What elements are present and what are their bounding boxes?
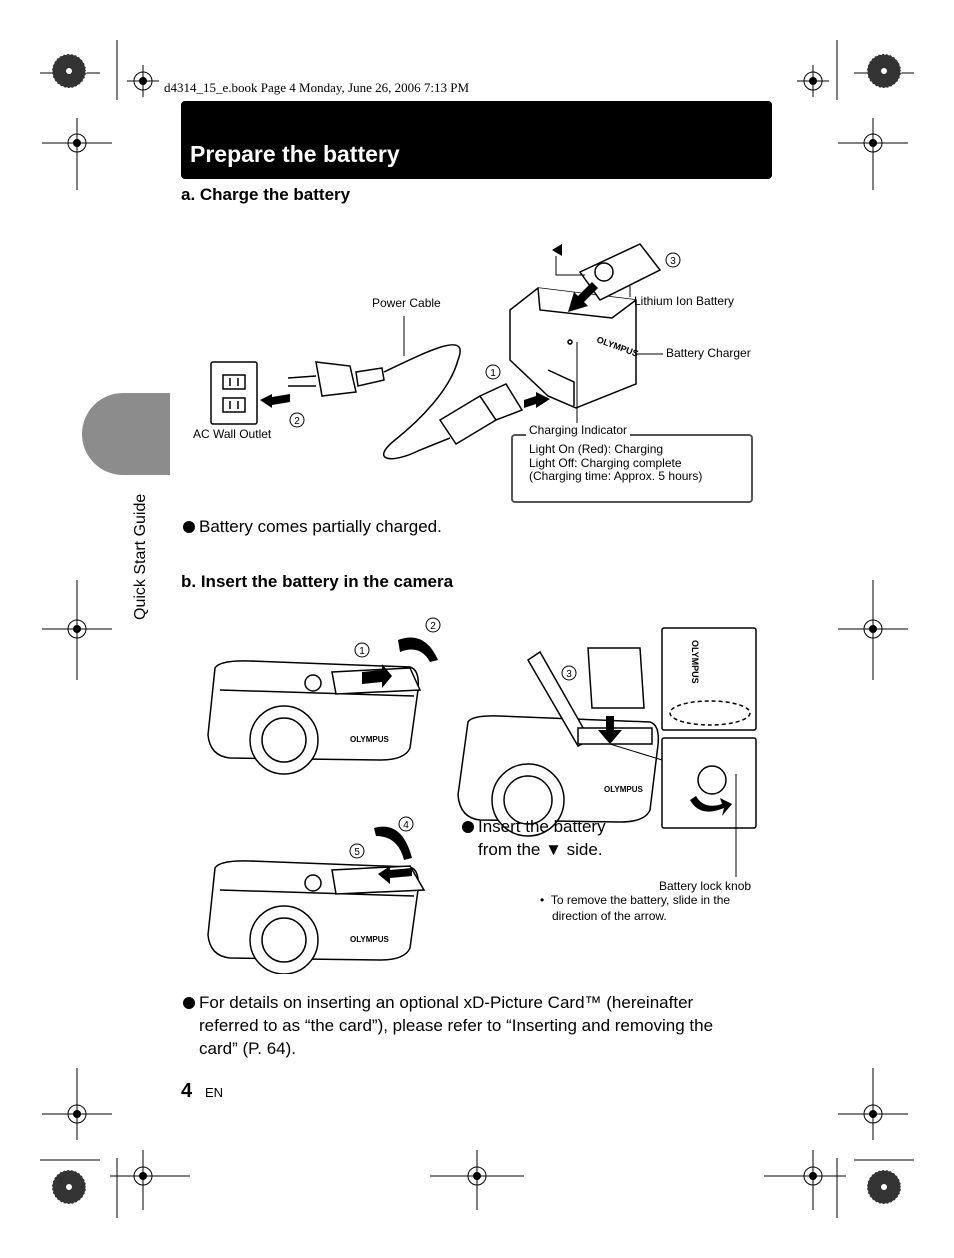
bullet-text-cont: from the ▼ side. — [478, 840, 603, 859]
crosshair-target-r3 — [838, 1068, 908, 1140]
indicator-line: (Charging time: Approx. 5 hours) — [529, 469, 703, 483]
insert-down-arrow-icon — [598, 716, 622, 744]
arrow-right-icon — [524, 392, 550, 408]
crosshair-target-bl — [110, 1150, 190, 1210]
side-tab — [82, 393, 170, 475]
star-target-bl — [51, 1169, 87, 1205]
arrow-down-left-icon — [568, 282, 598, 312]
lithium-ion-battery-label: Lithium Ion Battery — [634, 294, 735, 308]
bullet-text: For details on inserting an optional xD-… — [199, 993, 694, 1012]
section-b-heading: b. Insert the battery in the camera — [181, 572, 454, 591]
battery-lock-knob-label: Battery lock knob — [659, 879, 752, 893]
step-1: 1 — [490, 368, 496, 379]
star-target-tr — [866, 53, 902, 89]
charging-indicator-lines: Light On (Red): Charging Light Off: Char… — [529, 442, 703, 484]
charging-indicator-title: Charging Indicator — [526, 423, 631, 437]
camera-illustration-2 — [207, 860, 426, 974]
step-2: 2 — [430, 621, 436, 632]
page-title: Prepare the battery — [190, 141, 400, 167]
star-target-tl — [51, 53, 87, 89]
step-5: 5 — [354, 847, 360, 858]
insert-battery-diagram: OLYMPUS OLYMPUS OLYMPUS OLYMPUS 1 2 3 4 … — [207, 617, 757, 974]
camera-illustration-3 — [457, 650, 660, 837]
step-3: 3 — [670, 256, 676, 267]
knob-note: • To remove the battery, slide in the di… — [540, 893, 731, 923]
camera-brand: OLYMPUS — [350, 735, 389, 744]
bullet-text: Insert the battery — [478, 817, 606, 836]
battery-charger-label: Battery Charger — [666, 346, 751, 360]
wall-outlet-illustration — [210, 361, 258, 425]
page-number: 4 — [181, 1080, 193, 1102]
ac-wall-outlet-label: AC Wall Outlet — [193, 427, 272, 441]
step-2: 2 — [294, 416, 300, 427]
crosshair-target-l1 — [42, 118, 112, 190]
camera-illustration-1 — [207, 660, 422, 775]
charger-illustration — [509, 287, 637, 409]
camera-brand: OLYMPUS — [350, 935, 389, 944]
step-3: 3 — [566, 669, 572, 680]
section-a-heading: a. Charge the battery — [181, 185, 351, 204]
crosshair-target-r1 — [838, 118, 908, 190]
crosshair-target-l3 — [42, 1068, 112, 1140]
indicator-line: Light On (Red): Charging — [529, 442, 664, 456]
camera-brand: OLYMPUS — [604, 785, 643, 794]
bullet-xd-card: For details on inserting an optional xD-… — [183, 991, 773, 1060]
knob-rotate-arrow-icon — [690, 796, 732, 816]
side-tab-label: Quick Start Guide — [132, 493, 149, 620]
bullet-text-cont: referred to as “the card”), please refer… — [199, 1016, 714, 1035]
page-language: EN — [205, 1085, 224, 1100]
crosshair-target-br — [764, 1150, 846, 1210]
curved-arrow-close-icon — [374, 826, 412, 860]
cable-connector-illustration — [438, 383, 524, 446]
bullet-text-cont: card” (P. 64). — [199, 1039, 297, 1058]
indicator-line: Light Off: Charging complete — [529, 455, 682, 470]
triangle-marker-icon — [552, 244, 562, 256]
power-cable-label: Power Cable — [372, 296, 441, 310]
step-1: 1 — [359, 646, 365, 657]
knob-note-line: direction of the arrow. — [552, 909, 667, 923]
power-cable-illustration — [382, 344, 461, 460]
bullet-partially-charged: Battery comes partially charged. — [183, 517, 442, 537]
arrow-left-icon — [260, 394, 290, 408]
bullet-insert-battery: Insert the battery from the ▼ side. — [462, 815, 606, 861]
knob-note-line: To remove the battery, slide in the — [550, 893, 731, 907]
bullet-dot-icon — [183, 997, 195, 1009]
slide-right-arrow-icon — [362, 664, 392, 688]
charging-diagram: OLYMPUS 1 2 3 — [210, 243, 681, 460]
battery-insert-illustration — [587, 647, 645, 709]
bullet-text: Battery comes partially charged. — [199, 517, 442, 536]
charging-indicator-box — [511, 434, 753, 503]
title-bar — [181, 101, 772, 179]
plug-illustration — [287, 361, 385, 397]
star-target-br — [866, 1169, 902, 1205]
bullet-dot-icon — [183, 521, 195, 533]
bullet-dot-icon — [462, 821, 474, 833]
slide-left-arrow-icon — [378, 866, 412, 884]
battery-brand: OLYMPUS — [690, 640, 700, 684]
curved-arrow-open-icon — [398, 637, 438, 662]
step-4: 4 — [403, 820, 409, 831]
battery-detail-box — [661, 627, 757, 731]
file-header: d4314_15_e.book Page 4 Monday, June 26, … — [164, 80, 470, 95]
